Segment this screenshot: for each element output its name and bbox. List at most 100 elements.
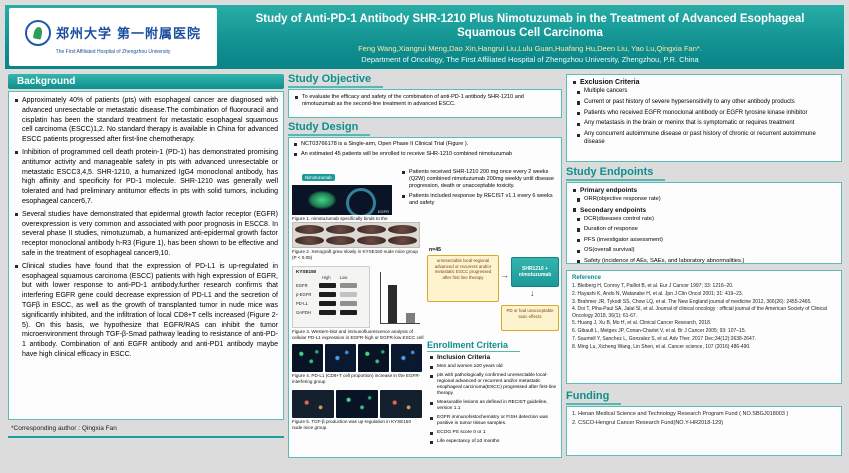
blot-row-label: PD-L1 (296, 301, 308, 306)
blot-row-label: EGFR (296, 283, 308, 288)
funding-section: 1. Henan Medical Science and Technology … (566, 406, 842, 456)
reference-item: 3. Brahmer JR, Tykodi SS, Chow LQ, et al… (572, 298, 812, 305)
figure5-caption: Figure 5. TGF-β production was up-regula… (292, 419, 411, 430)
figure3-image: KYSE150 High Low EGFR p-EGFR PD-L1 GAPDH (292, 266, 424, 328)
hospital-name-cn-1: 郑州大学 (55, 26, 112, 41)
tumor-photo (326, 225, 355, 234)
background-bullet: Clinical studies have found that the exp… (14, 262, 278, 360)
figure5-image (292, 390, 422, 418)
study-objective-heading: Study Objective (288, 73, 384, 88)
endpoint-item: ORR(objective response rate) (576, 196, 836, 204)
study-objective-bullets: To evaluate the efficacy and safety of t… (294, 94, 556, 108)
study-design-bullets-top: NCT03766178 is a Single-arm, Open Phase … (293, 141, 557, 161)
blot-band (340, 301, 357, 306)
exclusion-criteria-heading: Exclusion Criteria (572, 79, 836, 86)
reference-item: 8. Ming Lu, Xicheng Wang, Lin Shen, et a… (572, 343, 751, 350)
hospital-logo: 郑州大学 第一附属医院 The First Affiliated Hospita… (9, 8, 217, 66)
egfr-label: EGFR (377, 209, 389, 214)
figure3-bar-chart (380, 272, 420, 324)
cell-line-label: KYSE150 (296, 269, 317, 274)
background-bullet: Approximately 40% of patients (pts) with… (14, 96, 278, 145)
poster-header: 郑州大学 第一附属医院 The First Affiliated Hospita… (5, 5, 844, 69)
tumor-photo (388, 225, 417, 234)
figure3: KYSE150 High Low EGFR p-EGFR PD-L1 GAPDH… (292, 266, 424, 340)
figure2: Figure 2. Xenograft grew slowly in KYSE1… (292, 222, 420, 260)
figure2-image (292, 222, 420, 248)
inclusion-criterion: pts with pathologically confirmed unrese… (429, 373, 559, 397)
reference-item: 6. Gibault L, Metges JP, Conan-Charlet V… (572, 328, 746, 334)
inclusion-criterion: Measurable lesions as defined in RECIST … (429, 400, 559, 412)
fluorescence-tile (325, 344, 356, 372)
corresponding-author-note: *Corresponding author : Qingxia Fan (8, 424, 284, 438)
exclusion-criterion: Multiple cancers (576, 88, 836, 96)
study-design-bullet: NCT03766178 is a Single-arm, Open Phase … (293, 141, 557, 148)
poster-title: Study of Anti-PD-1 Antibody SHR-1210 Plu… (255, 13, 805, 40)
hospital-name-en: The First Affiliated Hospital of Zhengzh… (55, 48, 171, 55)
bar-high (388, 285, 397, 323)
flow-outcome-box: PD or had unacceptable toxic effects (501, 305, 559, 331)
references-section: Reference 1. Bleiberg H, Conroy T, Paill… (566, 270, 842, 384)
reference-item: 7. Saumell Y, Sanchez L, Gonzalez S, et … (572, 335, 757, 342)
enrollment-criteria-heading: Enrollment Criteria (427, 340, 521, 352)
flow-population-box: unresectable local-regional advanced or … (427, 255, 499, 302)
figure3-caption: Figure 3. Western-blot and immunofluores… (292, 329, 424, 340)
study-design-bullets-side: Patients received SHR-1210 200 mg once e… (401, 169, 559, 209)
references-list: 1. Bleiberg H, Conroy T, Paillot B, et a… (572, 283, 836, 350)
blot-row-label: p-EGFR (296, 292, 312, 297)
exclusion-criterion: Any concurrent autoimmune disease or pas… (576, 131, 836, 147)
western-blot: KYSE150 High Low EGFR p-EGFR PD-L1 GAPDH (292, 266, 370, 328)
fluorescence-tile (292, 390, 334, 418)
inclusion-criterion: EGFR immunohistochemistry or FISH detect… (429, 415, 559, 427)
study-design-bullet: An estimated 45 patients will be enrolle… (293, 151, 557, 158)
blot-col-low: Low (339, 275, 348, 280)
endpoint-item: OS(overall survival) (576, 247, 836, 255)
reference-item: 4. Doi T, Piha-Paul SA, Jalal SI, et al.… (572, 306, 827, 319)
tumor-photo (326, 236, 355, 245)
hospital-emblem-icon (24, 19, 51, 46)
authors-line: Feng Wang,Xiangrui Meng,Dao Xin,Hangrui … (358, 43, 702, 53)
blot-band (319, 283, 336, 288)
funding-item: 2. CSCO-Hengrui Cancer Research Fund(NO.… (572, 420, 724, 427)
fluorescence-tile (336, 390, 378, 418)
study-objective-section: To evaluate the efficacy and safety of t… (288, 89, 562, 118)
blot-band (319, 310, 336, 315)
background-bullets: Approximately 40% of patients (pts) with… (14, 96, 278, 360)
references-heading: Reference (572, 275, 602, 281)
background-bullet: Inhibition of programmed cell death prot… (14, 148, 278, 207)
endpoint-item: Safety (incidence of AEs, SAEs, and labo… (576, 258, 836, 263)
exclusion-criterion: Patients who received EGFR monoclonal an… (576, 110, 836, 118)
background-heading: Background (8, 74, 284, 89)
reference-item: 5. Huang J, Xu B, Mo H, et al. Clinical … (572, 320, 712, 327)
inclusion-criterion: Men and women ≥20 years old (429, 364, 559, 370)
study-design-heading: Study Design (288, 121, 371, 136)
endpoint-item: DCR(diseases control rate) (576, 216, 836, 224)
tumor-photo (295, 236, 324, 245)
bar-low (406, 313, 415, 323)
reference-item: 1. Bleiberg H, Conroy T, Paillot B, et a… (572, 283, 734, 289)
primary-endpoints-list: ORR(objective response rate) (576, 196, 836, 204)
blot-band (340, 292, 357, 297)
blot-row-label: GAPDH (296, 310, 311, 315)
nimotuzumab-label: Nimotuzumab (302, 174, 335, 181)
study-endpoints-heading: Study Endpoints (566, 166, 666, 181)
study-design-bullet: Patients received SHR-1210 200 mg once e… (401, 169, 559, 190)
study-design-section: NCT03766178 is a Single-arm, Open Phase … (288, 137, 562, 458)
study-objective-bullet: To evaluate the efficacy and safety of t… (294, 94, 556, 108)
reference-item: 2. Hayashi K, Ando N, Watanabe H, et al.… (572, 290, 744, 297)
fluorescence-tile (358, 344, 389, 372)
funding-heading: Funding (566, 390, 622, 405)
figure4-caption: Figure 4. PD-L1 (CD8+T cell proportion) … (292, 373, 421, 384)
exclusion-criterion: Any metastasis in the brain or meninx th… (576, 120, 836, 128)
fluorescence-tile (292, 344, 323, 372)
secondary-endpoints-list: DCR(diseases control rate)Duration of re… (576, 216, 836, 263)
figure5: Figure 5. TGF-β production was up-regula… (292, 390, 422, 430)
funding-list: 1. Henan Medical Science and Technology … (572, 411, 836, 428)
figure1: Nimotuzumab EGFR Figure 1. nimotuzumab s… (292, 166, 394, 227)
inclusion-criteria-list: Men and women ≥20 years old pts with path… (429, 364, 559, 448)
background-section: Approximately 40% of patients (pts) with… (8, 91, 284, 420)
fluorescence-tile (391, 344, 422, 372)
blot-band (340, 283, 357, 288)
blot-band (319, 292, 336, 297)
